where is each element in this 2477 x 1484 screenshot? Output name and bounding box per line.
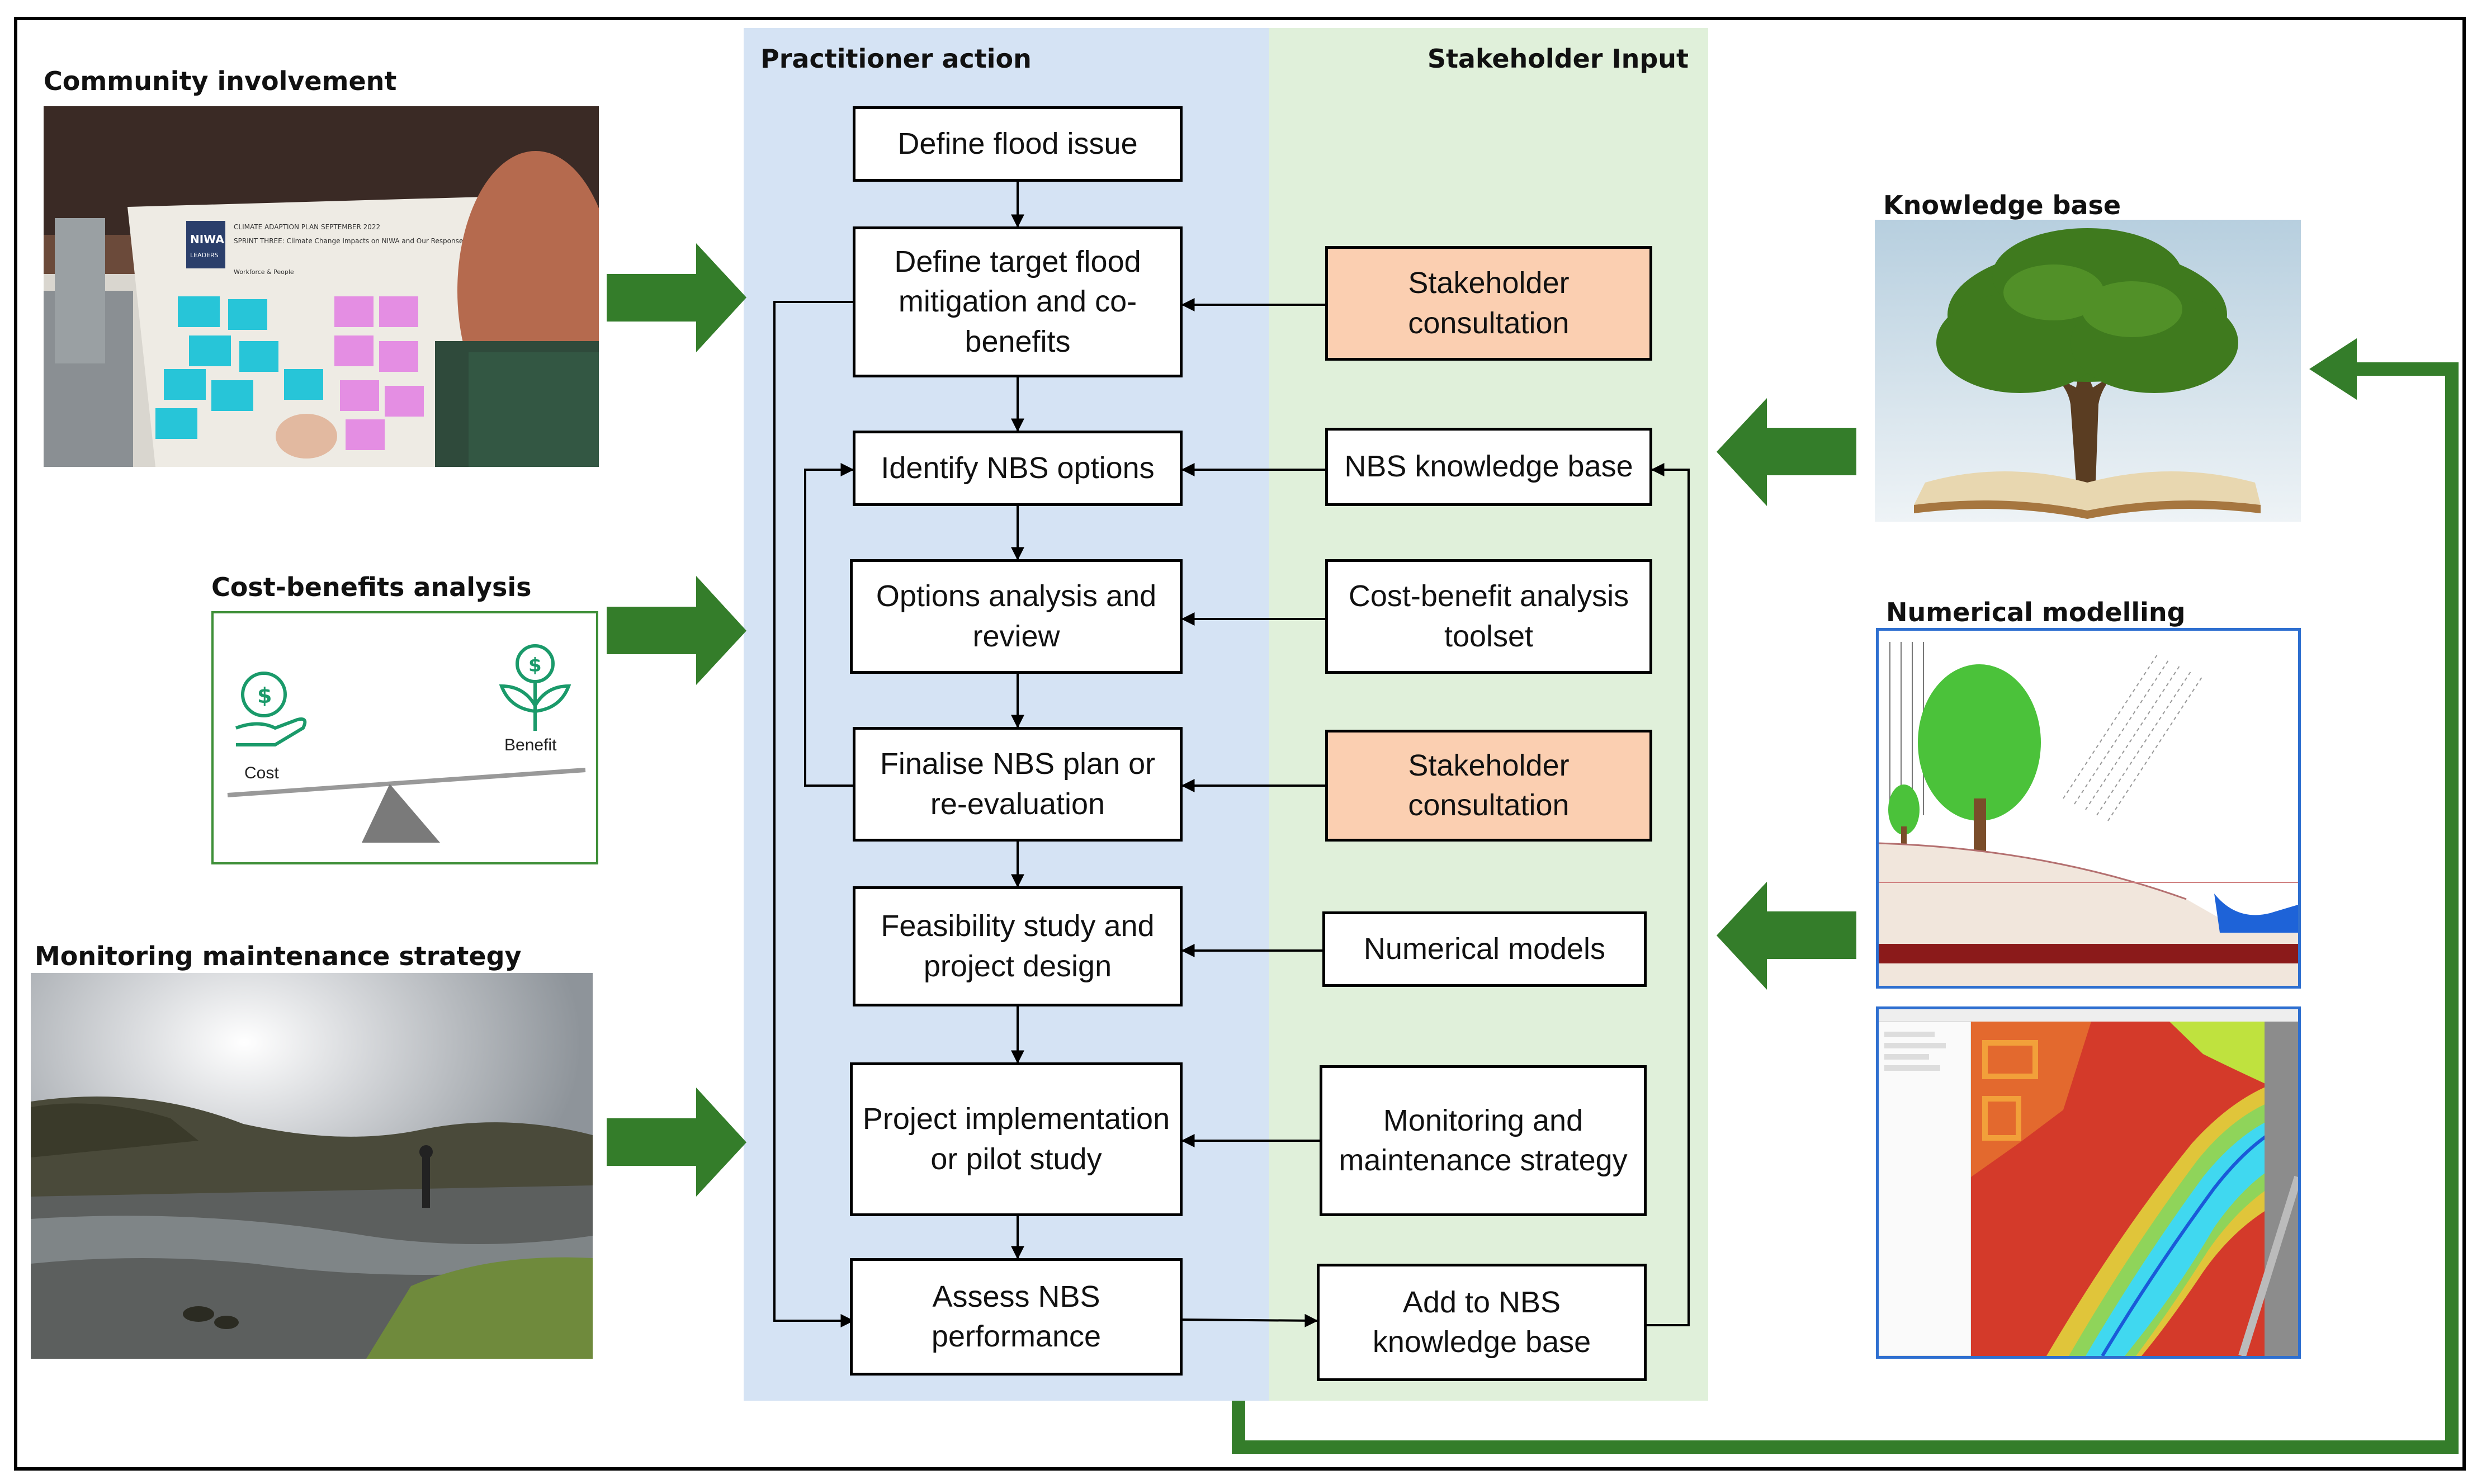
input-stakeholder-consultation-1: Stakeholder consultation xyxy=(1325,246,1652,361)
practitioner-header: Practitioner action xyxy=(760,44,1032,74)
green-feedback-arrowhead xyxy=(2309,338,2357,400)
cost-label: Cost xyxy=(244,764,279,782)
input-monitoring-strategy: Monitoring and maintenance strategy xyxy=(1320,1065,1647,1216)
balance-beam xyxy=(227,768,586,797)
green-arrow-cost-benefit xyxy=(607,576,746,685)
poster-brand-sub: LEADERS xyxy=(190,252,219,259)
balance-fulcrum xyxy=(362,784,440,843)
stakeholder-header: Stakeholder Input xyxy=(1427,44,1689,74)
tree-trunk xyxy=(2054,360,2115,483)
poster-line1: CLIMATE ADAPTION PLAN SEPTEMBER 2022 xyxy=(234,223,380,231)
outer-frame xyxy=(14,17,2466,1471)
input-numerical-models: Numerical models xyxy=(1322,911,1647,987)
green-arrow-monitoring xyxy=(607,1088,746,1197)
green-feedback-loop xyxy=(1232,362,2459,1454)
benefit-label: Benefit xyxy=(504,736,557,754)
step-finalise-plan: Finalise NBS plan or re-evaluation xyxy=(853,727,1183,842)
step-assess-performance: Assess NBS performance xyxy=(850,1258,1183,1376)
input-cost-benefit-toolset: Cost-benefit analysis toolset xyxy=(1325,559,1652,674)
step-implementation: Project implementation or pilot study xyxy=(850,1062,1183,1216)
benefit-icon xyxy=(499,644,571,731)
open-book xyxy=(1914,471,2261,511)
output-arrow xyxy=(1181,1313,1318,1327)
model-water xyxy=(2214,894,2298,933)
step-define-target: Define target flood mitigation and co-be… xyxy=(853,226,1183,377)
step-options-analysis: Options analysis and review xyxy=(850,559,1183,674)
green-arrow-knowledge xyxy=(1717,398,1856,506)
label-numerical-modelling: Numerical modelling xyxy=(1886,597,2186,627)
step-define-flood-issue: Define flood issue xyxy=(853,106,1183,182)
cost-benefit-panel: $ $ Cost Benefit xyxy=(211,611,598,864)
person-silhouette xyxy=(422,1157,430,1208)
monitoring-photo xyxy=(31,973,593,1359)
model-river xyxy=(2086,1110,2298,1356)
model-tree-icon xyxy=(1918,664,2041,821)
input-nbs-knowledge-base: NBS knowledge base xyxy=(1325,428,1652,506)
knowledge-base-image xyxy=(1875,220,2301,522)
svg-text:$: $ xyxy=(257,683,272,708)
label-monitoring: Monitoring maintenance strategy xyxy=(35,941,522,971)
numerical-model-cross-section xyxy=(1876,628,2301,989)
input-stakeholder-consultation-2: Stakeholder consultation xyxy=(1325,730,1652,842)
label-knowledge-base: Knowledge base xyxy=(1883,190,2121,220)
numerical-model-raster-map xyxy=(1876,1006,2301,1359)
reevaluation-loop xyxy=(804,463,854,787)
poster-line3: Workforce & People xyxy=(234,268,294,276)
input-add-knowledge: Add to NBS knowledge base xyxy=(1317,1264,1647,1381)
label-community-involvement: Community involvement xyxy=(44,66,397,96)
label-cost-benefits: Cost-benefits analysis xyxy=(211,572,532,602)
step-identify-nbs: Identify NBS options xyxy=(853,431,1183,506)
svg-text:$: $ xyxy=(528,654,542,677)
green-arrow-numerical xyxy=(1717,882,1856,990)
poster-line2: SPRINT THREE: Climate Change Impacts on … xyxy=(234,237,463,245)
community-photo: NIWA LEADERS CLIMATE ADAPTION PLAN SEPTE… xyxy=(44,106,599,467)
feedback-loop-right xyxy=(1647,463,1690,1326)
green-arrow-community xyxy=(607,243,746,352)
cost-icon xyxy=(235,672,307,746)
poster-brand: NIWA xyxy=(190,233,224,246)
step-feasibility: Feasibility study and project design xyxy=(853,886,1183,1006)
performance-loop xyxy=(773,301,854,1327)
